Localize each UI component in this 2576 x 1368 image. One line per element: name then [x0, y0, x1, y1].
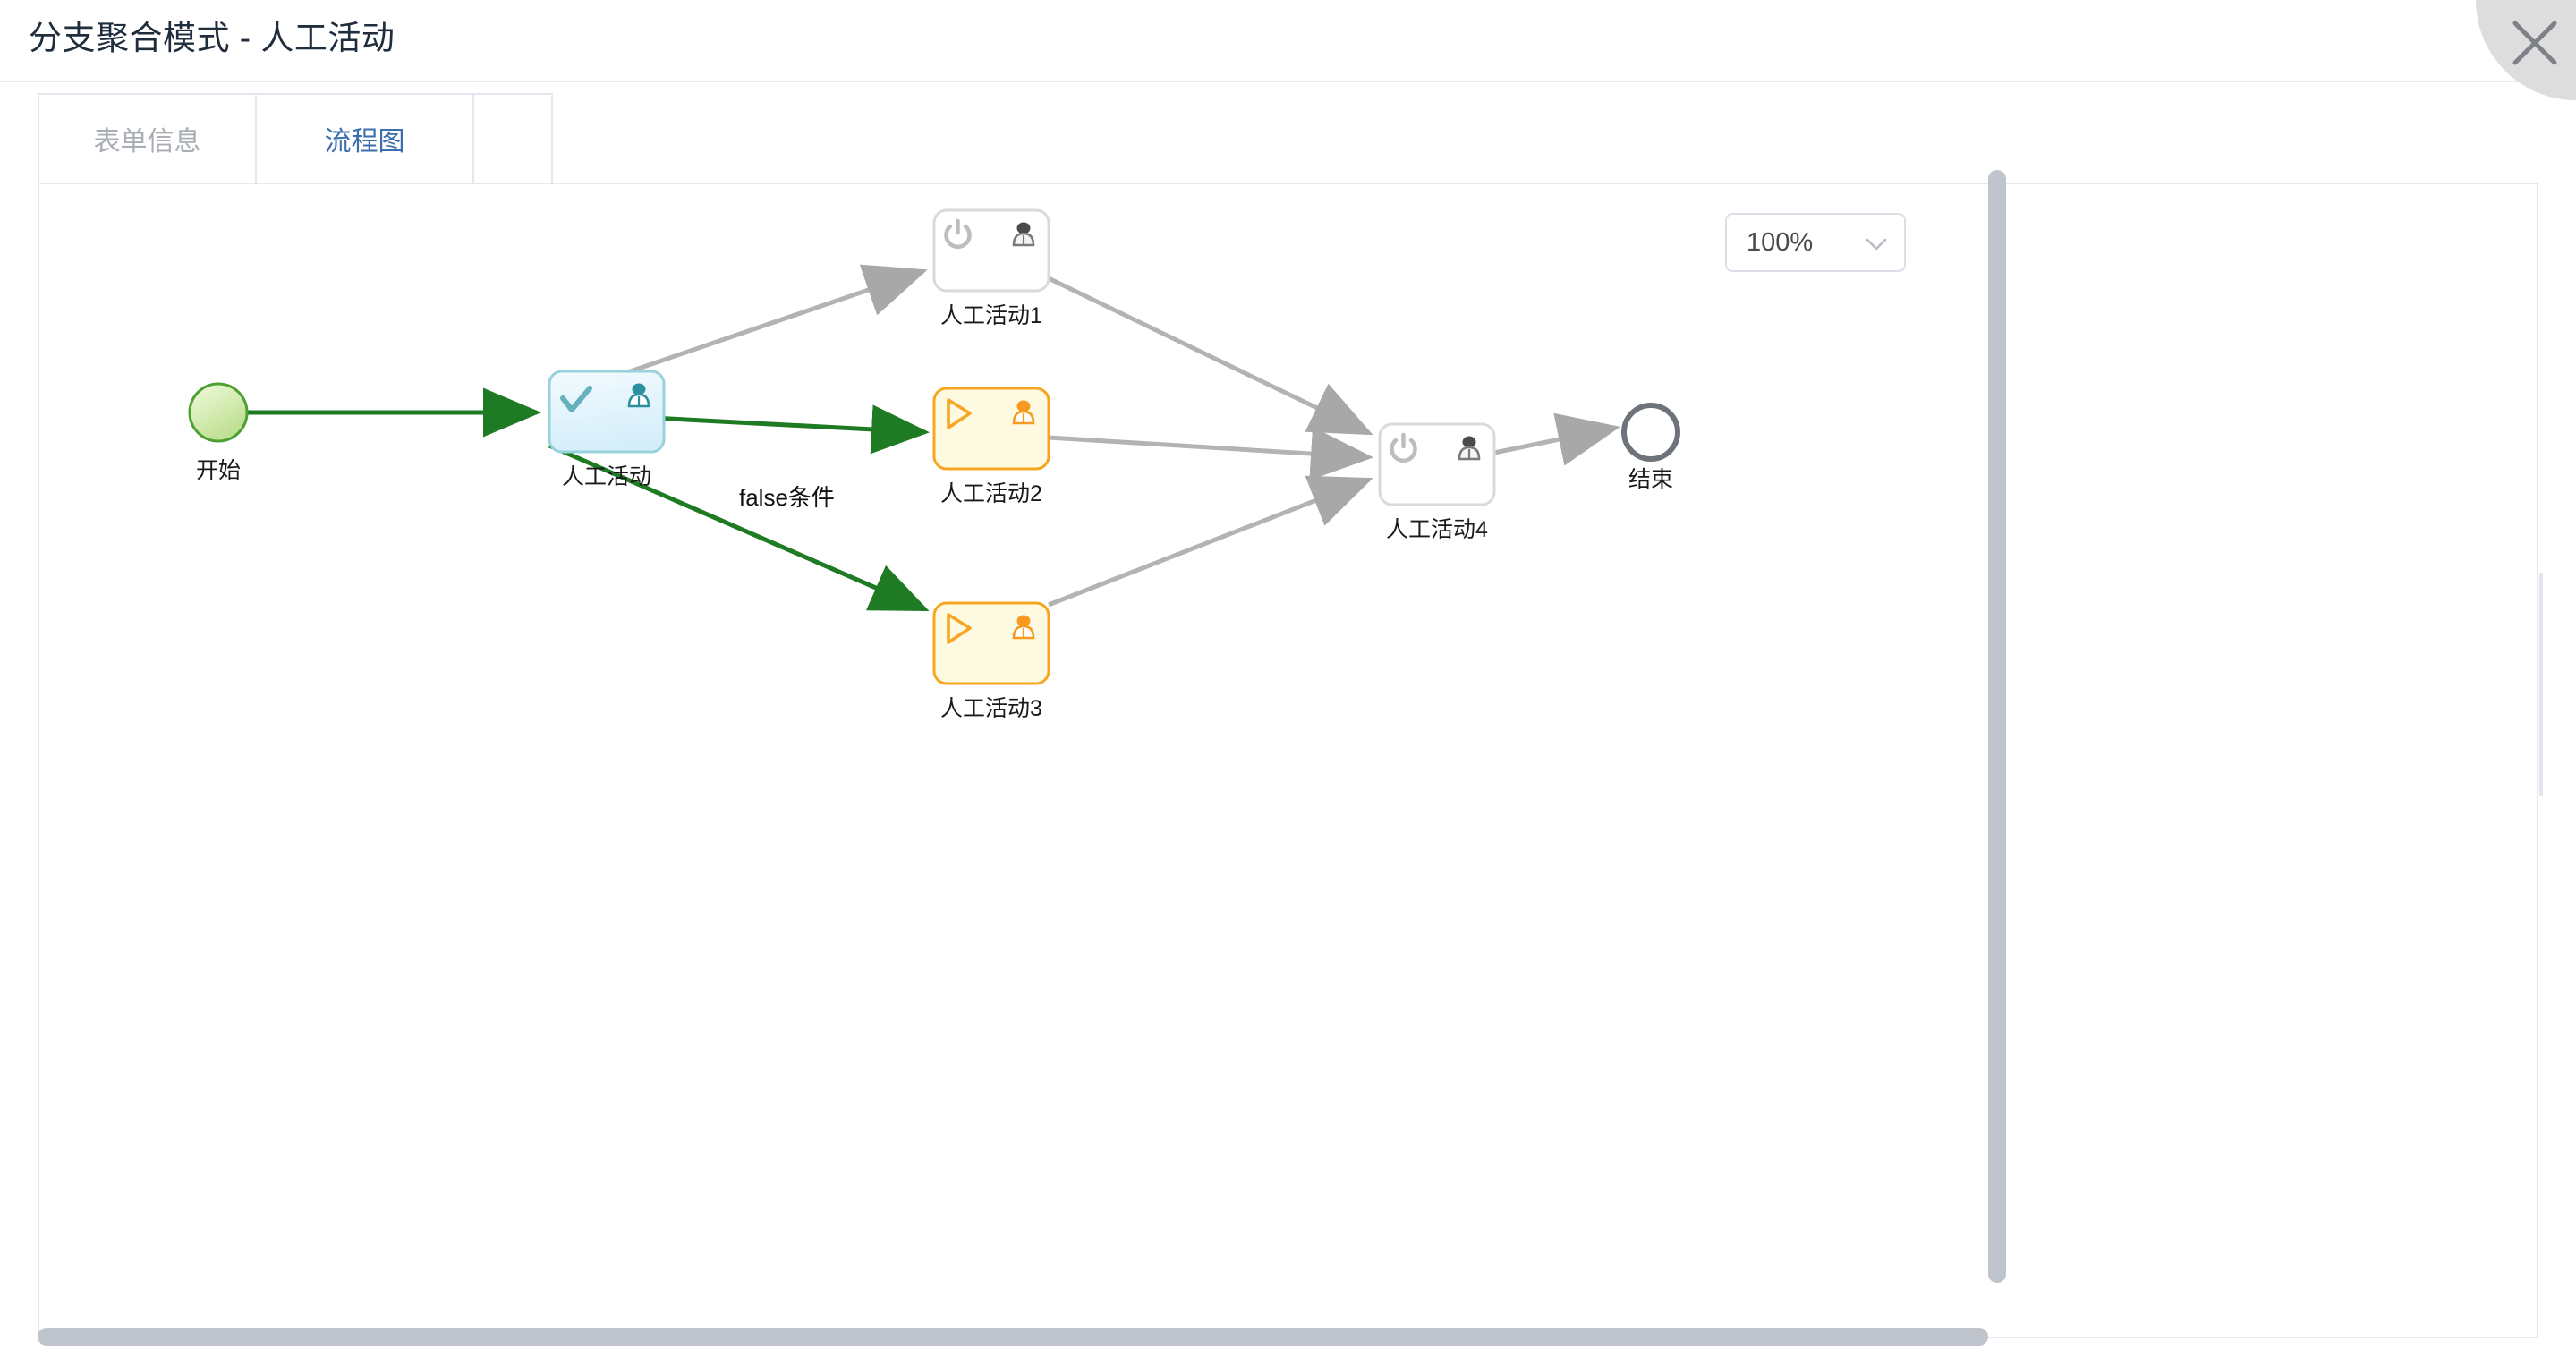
user-icon	[1012, 400, 1035, 425]
edge-task3-to-task4	[1048, 475, 1373, 608]
node-label-task2: 人工活动2	[940, 481, 1042, 506]
flow-diagram-canvas[interactable]: 开始 人工活动 人工活动1 人工活动2 人工活动3 人工活动4 结束 false…	[38, 184, 2538, 1338]
chevron-down-icon	[1866, 238, 1887, 251]
node-start[interactable]	[188, 382, 249, 443]
user-icon	[1458, 436, 1481, 461]
node-label-task3: 人工活动3	[940, 696, 1042, 721]
node-task4[interactable]	[1378, 422, 1496, 506]
edge-task2-to-task4	[1048, 427, 1373, 480]
tab-bar-filler	[472, 93, 553, 184]
tab-flow-chart[interactable]: 流程图	[255, 93, 472, 184]
user-icon	[1012, 222, 1035, 247]
edge-task4-to-end	[1493, 412, 1620, 466]
power-icon	[944, 218, 972, 250]
flow-diagram-svg	[188, 208, 1680, 685]
close-icon	[2512, 21, 2557, 65]
node-task3[interactable]	[932, 601, 1050, 685]
vertical-scrollbar[interactable]	[1988, 170, 2006, 1288]
play-icon	[947, 613, 972, 644]
node-label-task0: 人工活动	[561, 464, 651, 489]
panel-divider	[2539, 573, 2543, 796]
tab-form-info[interactable]: 表单信息	[38, 93, 255, 184]
check-icon	[560, 386, 592, 412]
zoom-level-value: 100%	[1747, 227, 1814, 257]
page-title: 分支聚合模式 - 人工活动	[29, 20, 395, 56]
node-task2[interactable]	[932, 387, 1050, 471]
node-label-end: 结束	[1628, 467, 1673, 492]
horizontal-scrollbar-thumb[interactable]	[38, 1328, 1988, 1346]
tab-bar: 表单信息 流程图	[38, 93, 553, 184]
power-icon	[1390, 432, 1417, 463]
dialog-header: 分支聚合模式 - 人工活动	[0, 0, 2576, 82]
close-button[interactable]	[2476, 0, 2576, 100]
node-label-task1: 人工活动1	[940, 303, 1042, 328]
tab-underline	[38, 183, 2538, 184]
collapse-panel-button[interactable]	[2531, 573, 2576, 796]
play-icon	[947, 398, 972, 429]
node-label-start: 开始	[195, 458, 241, 483]
edge-task0-to-task3	[548, 443, 930, 612]
vertical-scrollbar-thumb[interactable]	[1988, 170, 2006, 1283]
horizontal-scrollbar[interactable]	[38, 1328, 2538, 1346]
edge-label-false-condition: false条件	[739, 484, 835, 511]
user-icon	[1012, 615, 1035, 640]
user-icon	[627, 383, 650, 408]
zoom-level-select[interactable]: 100%	[1725, 213, 1906, 272]
node-task1[interactable]	[932, 208, 1050, 293]
edge-task1-to-task4	[1047, 276, 1373, 436]
node-label-task4: 人工活动4	[1386, 517, 1488, 542]
node-end[interactable]	[1621, 403, 1680, 462]
node-task0[interactable]	[548, 370, 666, 454]
